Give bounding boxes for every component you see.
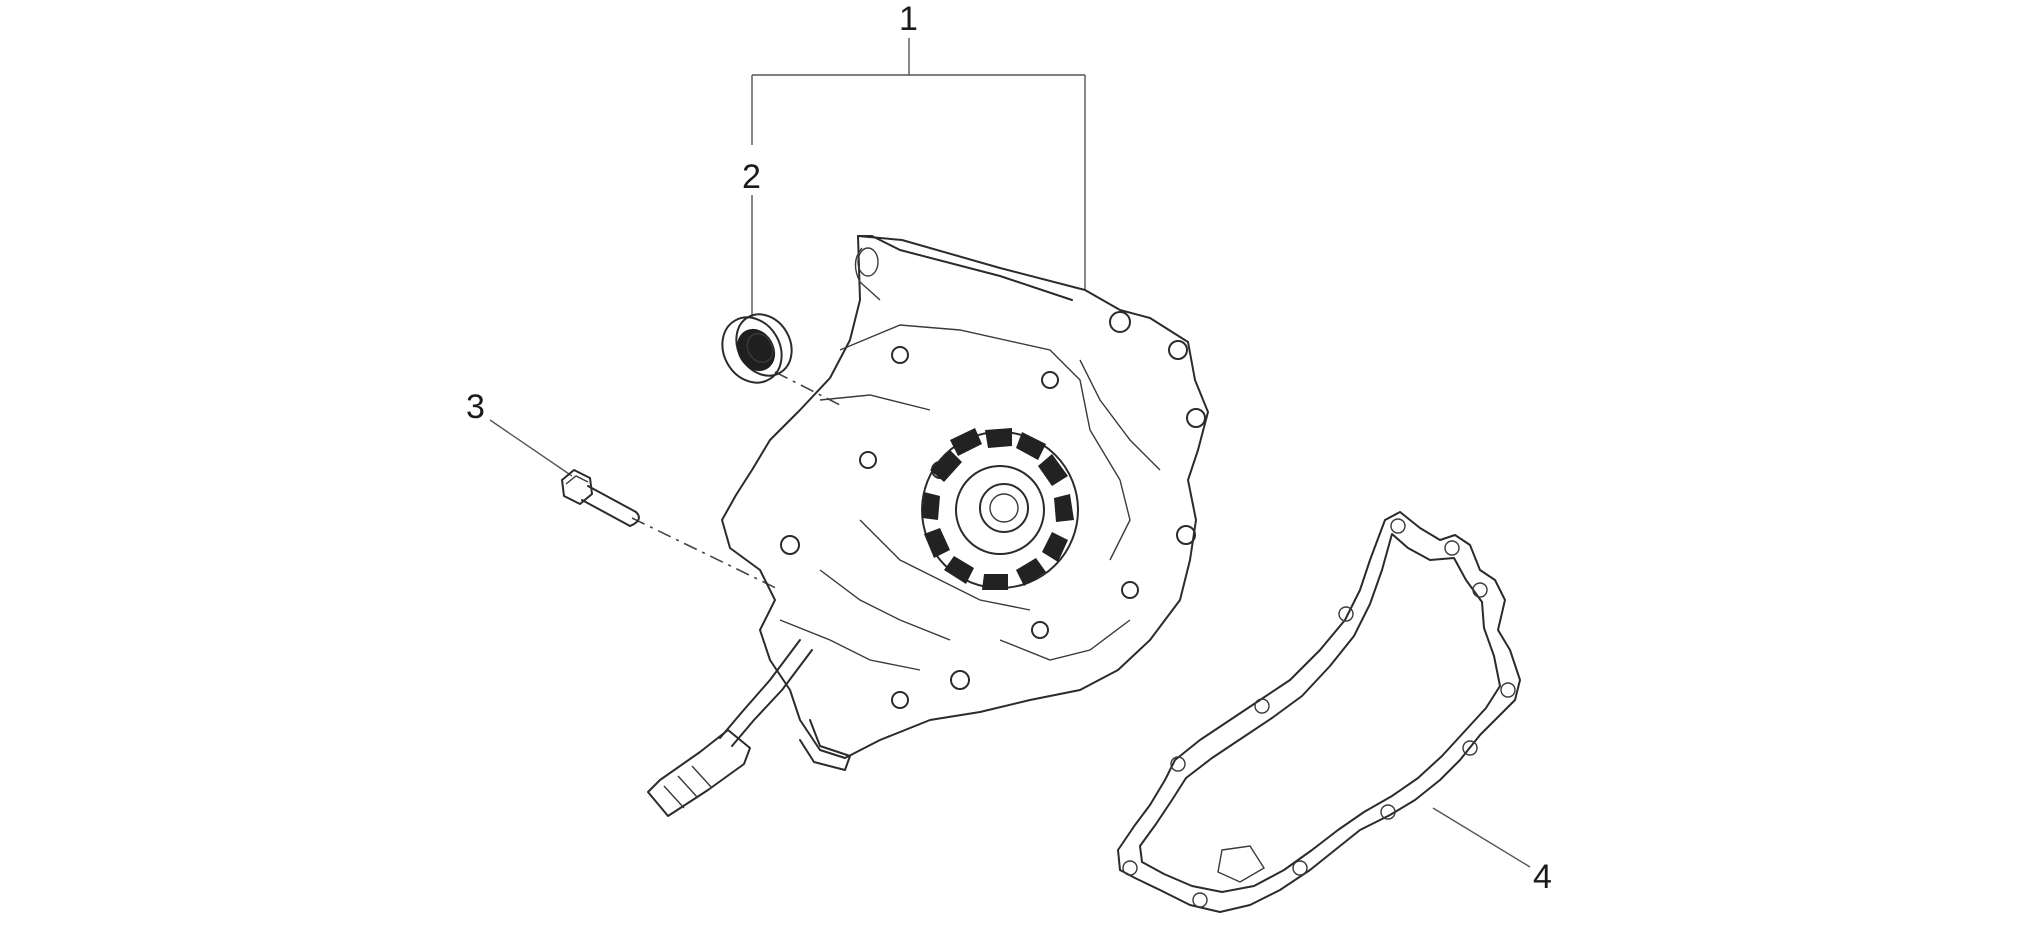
gasket-part bbox=[1117, 511, 1521, 913]
bolt-part bbox=[561, 469, 640, 527]
oil-seal-part bbox=[721, 313, 793, 384]
stator-coils bbox=[922, 428, 1074, 590]
bolt-axis-line bbox=[631, 517, 781, 591]
callout-4-leader bbox=[1432, 807, 1531, 868]
callout-label-1: 1 bbox=[899, 0, 918, 38]
callout-label-4: 4 bbox=[1533, 858, 1552, 896]
stator-cover-assembly bbox=[647, 235, 1209, 817]
callout-label-2: 2 bbox=[742, 158, 761, 196]
callout-3-leader bbox=[489, 419, 573, 477]
callout-label-3: 3 bbox=[466, 388, 485, 426]
callout-1-bracket bbox=[751, 38, 1086, 290]
